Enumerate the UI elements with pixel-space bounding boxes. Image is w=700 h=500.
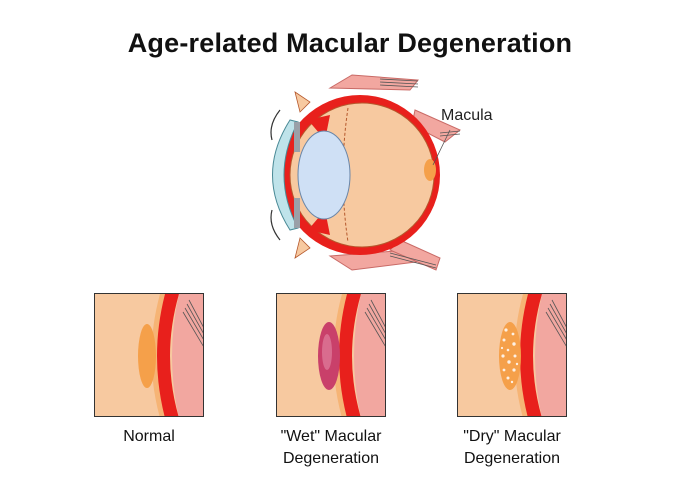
- caption-wet-line-1: "Wet" Macular: [280, 428, 382, 445]
- wet-macula-detail: [318, 294, 385, 416]
- panel-dry: [457, 293, 567, 417]
- caption-dry-line-1: "Dry" Macular: [463, 428, 561, 445]
- caption-normal: Normal: [59, 426, 239, 448]
- panel-normal: [94, 293, 204, 417]
- normal-macula-detail: [138, 294, 203, 416]
- drusen-deposits: [500, 328, 519, 384]
- caption-dry-line-2: Degeneration: [463, 450, 561, 467]
- eye-muscles: [328, 74, 461, 271]
- caption-wet-line-2: Degeneration: [282, 450, 380, 467]
- macula-pointer: [432, 129, 451, 166]
- caption-wet: "Wet" Macular Degeneration: [241, 426, 421, 470]
- caption-normal-line-1: Normal: [123, 428, 175, 445]
- caption-dry: "Dry" Macular Degeneration: [422, 426, 602, 470]
- normal-macula: [138, 324, 156, 388]
- dry-macula-detail: [499, 294, 566, 416]
- eye-cross-section: [270, 74, 461, 271]
- page-title: Age-related Macular Degeneration: [127, 28, 573, 58]
- panel-wet: [276, 293, 386, 417]
- macula-label: Macula: [441, 107, 493, 124]
- lens: [297, 130, 351, 220]
- cornea: [272, 119, 299, 231]
